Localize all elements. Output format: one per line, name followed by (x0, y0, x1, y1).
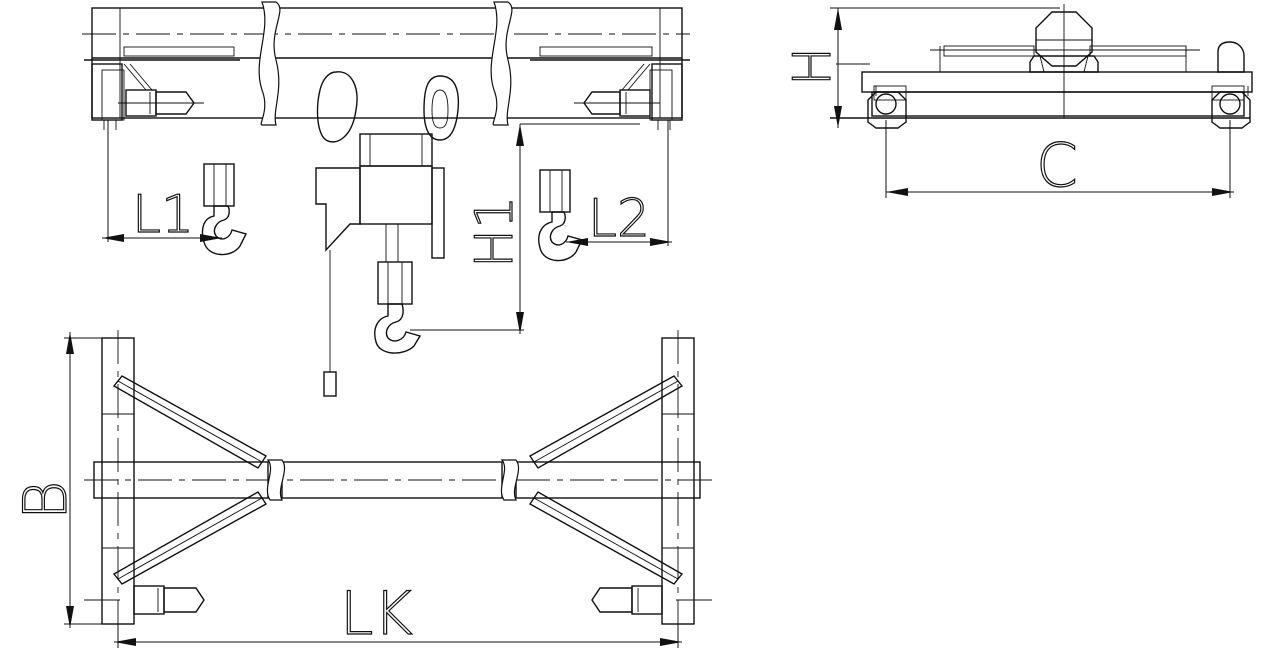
right-end-carriage (651, 63, 683, 121)
hoist-drum (359, 165, 433, 225)
side-trolley-wheel (1035, 11, 1093, 67)
b-label: B (11, 481, 81, 520)
plan-right-motor (631, 585, 663, 615)
right-limit-hook-block (539, 169, 571, 213)
side-girder-top (861, 71, 1253, 93)
lk-label: LK (340, 579, 413, 649)
main-hook (374, 303, 422, 354)
pendant-control (323, 371, 337, 397)
side-left-wheel (875, 93, 897, 115)
h-label: H (783, 47, 843, 86)
trolley-wheel-left (316, 71, 358, 143)
main-hook-block (377, 261, 413, 305)
trolley-wheel-right (423, 75, 460, 141)
side-view: H C (782, 4, 1253, 202)
side-girder-body (871, 91, 1245, 117)
main-girder (91, 7, 683, 119)
plan-left-upper-brace (112, 375, 268, 469)
left-rail-guard (123, 46, 235, 57)
break-mark-left (258, 1, 281, 126)
l2-label: L2 (588, 189, 650, 249)
right-rail-guard (539, 46, 653, 57)
plan-right-upper-brace (528, 375, 684, 469)
side-right-wheel-housing (1211, 91, 1251, 129)
side-aux-unit (1217, 41, 1245, 73)
hoist-gearbox (431, 167, 445, 259)
plan-left-lower-brace (112, 491, 268, 585)
left-end-carriage (91, 63, 123, 121)
l1-label: L1 (132, 185, 194, 245)
hoist-frame-top (359, 133, 433, 167)
front-view: L1 L2 H1 (82, 1, 690, 397)
side-right-wheel (1219, 93, 1241, 115)
right-limit-hook (538, 211, 584, 262)
side-rail-right (1089, 45, 1187, 57)
left-limit-hook (201, 205, 248, 256)
break-mark-right (490, 1, 513, 126)
side-left-wheel-housing (867, 91, 907, 129)
plan-right-lower-brace (528, 491, 684, 585)
side-rail-left (943, 45, 1035, 57)
left-limit-hook-block (203, 163, 235, 207)
hoist-motor (315, 167, 361, 252)
h1-label: H1 (465, 196, 525, 268)
plan-left-motor (133, 585, 165, 615)
plan-view: B LK (10, 330, 712, 650)
c-label: C (1036, 131, 1078, 201)
